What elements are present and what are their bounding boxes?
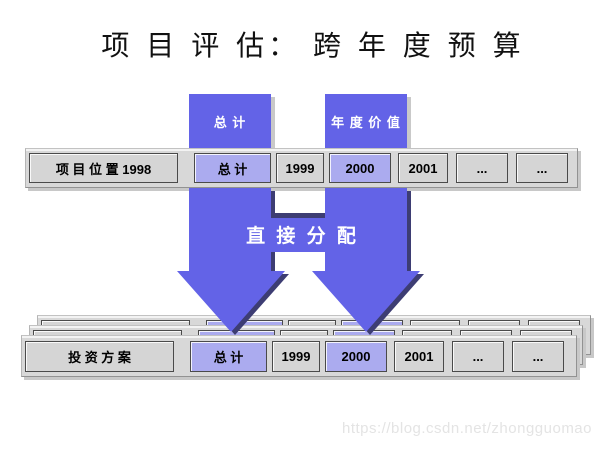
year-cell: ... bbox=[456, 153, 508, 183]
year-cell: 1999 bbox=[276, 153, 324, 183]
column-header-total-label: 总 计 bbox=[213, 114, 247, 130]
direct-allocation-label: 直 接 分 配 bbox=[246, 226, 359, 247]
row-label-cell: 投 资 方 案 bbox=[25, 341, 174, 372]
year-cell: ... bbox=[452, 341, 504, 372]
right-down-arrow bbox=[312, 188, 420, 332]
year-cell: 1999 bbox=[272, 341, 320, 372]
crossbar-shadow bbox=[271, 213, 325, 219]
year-cell: 总 计 bbox=[194, 153, 271, 183]
column-header-annual-value-box: 年 度 价 值 bbox=[325, 94, 407, 148]
year-cell: 2000 bbox=[329, 153, 391, 183]
slide-title: 项 目 评 估： 跨 年 度 预 算 bbox=[101, 29, 525, 62]
row-label-cell: 项 目 位 置 1998 bbox=[29, 153, 178, 183]
year-cell: 2001 bbox=[398, 153, 448, 183]
year-cell: 2000 bbox=[325, 341, 387, 372]
watermark-url: https://blog.csdn.net/zhongguomao bbox=[342, 420, 592, 437]
column-header-annual-value-label: 年 度 价 值 bbox=[331, 114, 401, 130]
right-down-arrow-shadow bbox=[316, 191, 424, 335]
left-down-arrow-shadow bbox=[181, 191, 289, 335]
column-header-total-box: 总 计 bbox=[189, 94, 271, 148]
year-cell: ... bbox=[516, 153, 568, 183]
left-down-arrow bbox=[177, 188, 285, 332]
year-cell: 2001 bbox=[394, 341, 444, 372]
year-cell: ... bbox=[512, 341, 564, 372]
year-cell: 总 计 bbox=[190, 341, 267, 372]
